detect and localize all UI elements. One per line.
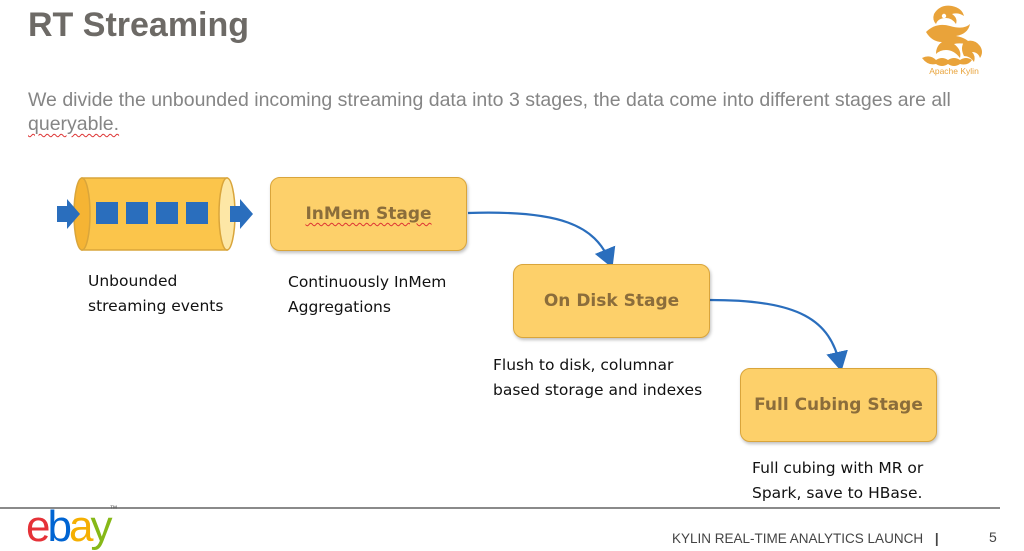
- stage-ondisk-desc-line-2: based storage and indexes: [493, 381, 703, 399]
- footer-separator: |: [934, 531, 939, 546]
- stream-caption-line-1: Unbounded: [88, 272, 178, 290]
- stage-inmem-label: InMem Stage: [305, 204, 432, 224]
- stage-ondisk: On Disk Stage: [513, 264, 710, 338]
- ebay-logo: ebay™: [26, 502, 118, 551]
- kylin-logo: Apache Kylin: [912, 2, 996, 82]
- arrow-inmem-to-ondisk: [467, 211, 616, 269]
- subtitle-line-1: We divide the unbounded incoming streami…: [28, 89, 951, 111]
- stage-ondisk-desc: Flush to disk, columnar based storage an…: [493, 353, 702, 403]
- stream-caption-line-2: streaming events: [88, 297, 224, 315]
- stage-inmem-desc-line-2: Aggregations: [288, 298, 391, 316]
- footer-title-text: KYLIN REAL-TIME ANALYTICS LAUNCH: [672, 531, 924, 546]
- stage-inmem-desc: Continuously InMem Aggregations: [288, 270, 446, 320]
- subtitle-line-2: queryable.: [28, 113, 120, 135]
- slide-title: RT Streaming: [28, 6, 250, 44]
- stage-ondisk-label: On Disk Stage: [543, 291, 680, 311]
- stage-fullcubing-label: Full Cubing Stage: [754, 395, 923, 415]
- stage-inmem-desc-line-1: Continuously InMem: [288, 273, 447, 291]
- page-number: 5: [989, 529, 997, 545]
- footer-divider: [0, 507, 1000, 509]
- slide-subtitle: We divide the unbounded incoming streami…: [28, 88, 1003, 136]
- stage-fullcubing-desc-line-1: Full cubing with MR or: [752, 459, 924, 477]
- stream-caption: Unbounded streaming events: [88, 269, 223, 319]
- footer-title: KYLIN REAL-TIME ANALYTICS LAUNCH |: [672, 531, 939, 546]
- arrow-ondisk-to-fullcubing: [709, 298, 848, 372]
- stage-ondisk-desc-line-1: Flush to disk, columnar: [493, 356, 674, 374]
- stage-fullcubing: Full Cubing Stage: [740, 368, 937, 442]
- streaming-queue-icon: [57, 177, 253, 251]
- kylin-icon: Apache Kylin: [922, 5, 982, 76]
- kylin-logo-text: Apache Kylin: [929, 66, 979, 76]
- stream-in-arrow-icon: [57, 199, 80, 229]
- stream-out-arrow-icon: [230, 199, 253, 229]
- stage-fullcubing-desc-line-2: Spark, save to HBase.: [752, 484, 923, 502]
- stage-fullcubing-desc: Full cubing with MR or Spark, save to HB…: [752, 456, 923, 506]
- stage-inmem: InMem Stage: [270, 177, 467, 251]
